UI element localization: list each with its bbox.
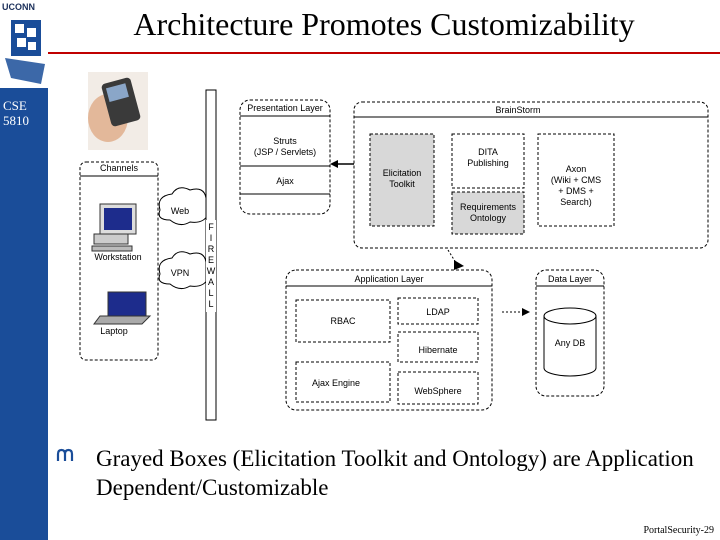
axon-box — [537, 133, 615, 227]
logo-panel: UCONN — [0, 0, 48, 88]
sidebar-band — [0, 0, 48, 540]
vpn-label: VPN — [171, 268, 190, 278]
vpn-cloud: VPN — [158, 251, 212, 290]
websphere-label: WebSphere — [414, 386, 461, 396]
workstation-label: Workstation — [94, 252, 141, 262]
presentation-layer-title: Presentation Layer — [247, 103, 323, 113]
any-db-label: Any DB — [555, 338, 586, 348]
elicitation-sublabel: Toolkit — [389, 179, 415, 189]
ldap-label: LDAP — [426, 307, 450, 317]
requirements-ontology-box — [451, 191, 525, 235]
dita-label: DITA — [478, 147, 498, 157]
hibernate-label: Hibernate — [418, 345, 457, 355]
dita-publishing-box — [451, 133, 525, 189]
presentation-layer-box: Presentation Layer Struts (JSP / Servlet… — [239, 99, 331, 215]
database-icon — [543, 307, 597, 377]
websphere-box — [397, 371, 479, 405]
presentation-ajax-label: Ajax — [276, 176, 294, 186]
data-layer-box: Data Layer Any DB — [535, 269, 605, 397]
slide-footer: PortalSecurity-29 — [643, 525, 714, 536]
rbac-label: RBAC — [330, 316, 356, 326]
axon-sublabel: (Wiki + CMS — [551, 175, 601, 185]
firewall-letter: A — [208, 277, 214, 287]
laptop-label: Laptop — [100, 326, 128, 336]
firewall-letter: I — [210, 233, 213, 243]
ajax-engine-label: Ajax Engine — [312, 378, 360, 388]
course-label: CSE 5810 — [3, 98, 29, 128]
firewall-letter: R — [208, 244, 215, 254]
ldap-box — [397, 297, 479, 325]
ajax-engine-box — [295, 361, 391, 403]
application-layer-box: Application Layer RBAC LDAP Hibernate Aj… — [285, 269, 493, 411]
ontology-sublabel: Ontology — [470, 213, 507, 223]
axon-label: Axon — [566, 164, 587, 174]
elicitation-label: Elicitation — [383, 168, 422, 178]
brainstorm-box: BrainStorm Elicitation Toolkit DITA Publ… — [353, 101, 709, 249]
channels-title: Channels — [100, 163, 139, 173]
rbac-box — [295, 299, 391, 343]
dita-sublabel: Publishing — [467, 158, 509, 168]
firewall-letter: L — [208, 299, 213, 309]
channels-box: Channels Workstation Laptop — [79, 161, 159, 361]
axon-sublabel: Search) — [560, 197, 592, 207]
hibernate-box — [397, 331, 479, 363]
web-cloud: Web — [158, 187, 212, 226]
laptop-icon — [93, 291, 152, 325]
elicitation-toolkit-box — [369, 133, 435, 227]
axon-sublabel: + DMS + — [558, 186, 594, 196]
firewall-bar: F I R E W A L L — [205, 89, 217, 421]
brainstorm-title: BrainStorm — [495, 105, 540, 115]
firewall-letter: L — [208, 288, 213, 298]
application-data-arrow — [502, 308, 530, 316]
brainstorm-application-arrow — [447, 249, 464, 270]
struts-sublabel: (JSP / Servlets) — [254, 147, 316, 157]
firewall-letter: W — [207, 266, 216, 276]
workstation-icon — [91, 203, 137, 252]
architecture-diagram: Channels Workstation Laptop Web VPN F I … — [79, 72, 709, 421]
smartphone-photo-icon — [88, 72, 148, 150]
application-layer-title: Application Layer — [354, 274, 423, 284]
title-rule — [48, 52, 720, 54]
slide-title: Architecture Promotes Customizability — [133, 6, 635, 42]
bullet-text: Grayed Boxes (Elicitation Toolkit and On… — [96, 446, 694, 500]
uconn-logo-text: UCONN — [2, 2, 35, 12]
university-seal-icon — [5, 20, 45, 84]
firewall-letter: F — [208, 222, 214, 232]
web-label: Web — [171, 206, 189, 216]
bullet-icon — [56, 448, 74, 461]
data-layer-title: Data Layer — [548, 274, 592, 284]
ontology-label: Requirements — [460, 202, 517, 212]
struts-label: Struts — [273, 136, 297, 146]
firewall-letter: E — [208, 255, 214, 265]
